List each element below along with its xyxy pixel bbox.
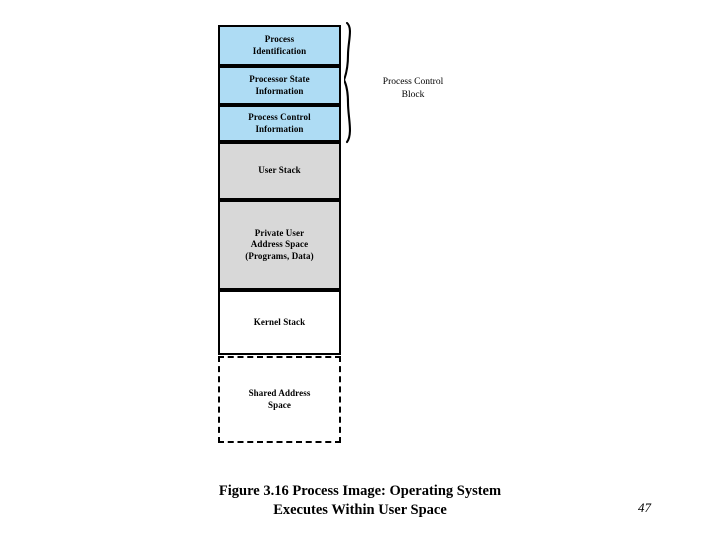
memory-block-label: Processor State Information bbox=[249, 74, 310, 96]
memory-block-processor-state-information: Processor State Information bbox=[218, 66, 341, 105]
page-number: 47 bbox=[638, 500, 651, 515]
memory-block-label: Process Identification bbox=[252, 34, 307, 56]
process-image-diagram: Process Identification Processor State I… bbox=[218, 25, 341, 443]
memory-block-label: Process Control Information bbox=[248, 112, 311, 134]
memory-block-user-stack: User Stack bbox=[218, 142, 341, 200]
memory-block-kernel-stack: Kernel Stack bbox=[218, 290, 341, 355]
memory-block-shared-address-space: Shared Address Space bbox=[218, 356, 341, 443]
memory-block-label: User Stack bbox=[258, 165, 301, 176]
curly-brace-icon bbox=[344, 22, 360, 144]
process-control-block-annotation-text: Process Control Block bbox=[382, 76, 444, 100]
memory-block-private-user-address-space: Private User Address Space (Programs, Da… bbox=[218, 200, 341, 290]
memory-block-process-control-information: Process Control Information bbox=[218, 105, 341, 142]
process-control-block-annotation: Process Control Block bbox=[360, 63, 466, 101]
memory-block-label: Shared Address Space bbox=[248, 388, 311, 410]
memory-block-process-identification: Process Identification bbox=[218, 25, 341, 66]
figure-caption-line-2: Executes Within User Space bbox=[273, 502, 447, 519]
figure-caption-line-1: Figure 3.16 Process Image: Operating Sys… bbox=[218, 483, 502, 499]
figure-caption: Figure 3.16 Process Image: Operating Sys… bbox=[130, 482, 590, 520]
memory-block-label: Private User Address Space (Programs, Da… bbox=[245, 228, 314, 261]
memory-block-label: Kernel Stack bbox=[253, 316, 306, 327]
